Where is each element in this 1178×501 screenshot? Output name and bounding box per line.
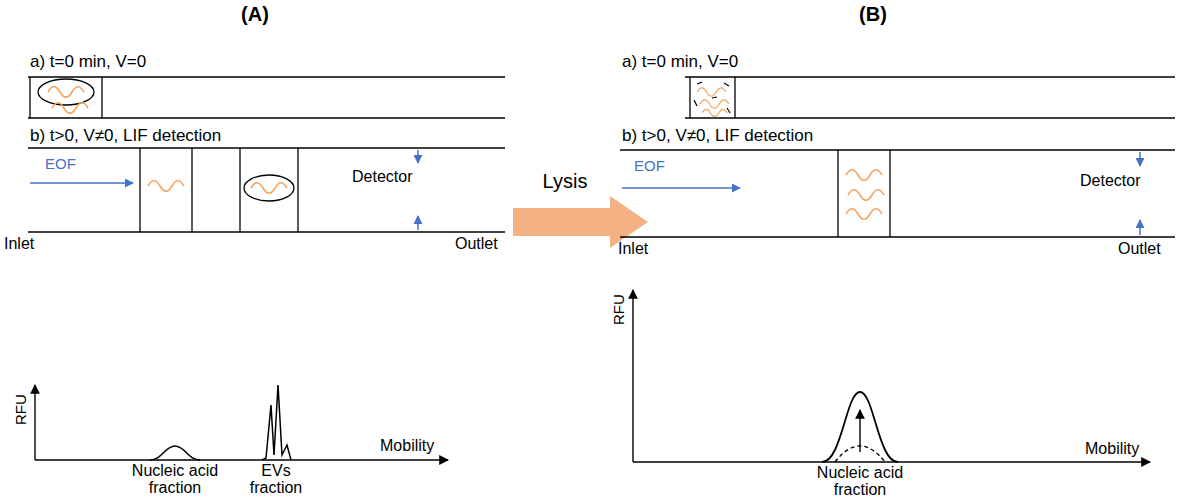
step-label: b) t>0, V≠0, LIF detection [622, 126, 813, 146]
nucleic-acid [700, 100, 729, 108]
panel-heading: (B) [859, 3, 887, 26]
nucleic-acid [846, 170, 882, 181]
nucleic-acid [697, 88, 726, 96]
axis-label: RFU [11, 395, 28, 426]
detector-label: Detector [352, 168, 412, 186]
detector-arrow [1139, 152, 1141, 166]
arrow-label: Lysis [543, 170, 588, 193]
flow-label: EOF [634, 157, 665, 174]
nucleic-acid-peak [822, 392, 898, 462]
detector-arrow [417, 216, 419, 230]
flow-label: EOF [45, 155, 76, 172]
capillary-b [620, 150, 1175, 237]
capillary-a [685, 77, 1175, 118]
nucleic-acid [702, 109, 727, 116]
nucleic-acid [48, 87, 84, 98]
end-label: Inlet [618, 240, 648, 258]
end-label: Outlet [455, 235, 498, 253]
step-label: b) t>0, V≠0, LIF detection [30, 126, 221, 146]
axis-label: Mobility [1085, 440, 1139, 458]
eof-arrow [622, 187, 740, 189]
plot-axes [35, 385, 448, 460]
nucleic-acid-peak [150, 446, 200, 460]
capillary-b [28, 148, 505, 232]
peak-label: Nucleic acid fraction [115, 463, 235, 497]
nucleic-acid [52, 103, 88, 114]
end-label: Inlet [4, 235, 34, 253]
plot-axes [633, 290, 1150, 462]
detector-label: Detector [1080, 172, 1140, 190]
step-label: a) t=0 min, V=0 [30, 52, 146, 72]
ev-peaks [262, 385, 291, 460]
axis-label: Mobility [380, 437, 434, 455]
step-label: a) t=0 min, V=0 [622, 52, 738, 72]
nucleic-acid [148, 181, 184, 192]
detector-arrow [1139, 220, 1141, 235]
peak-label: EVs fraction [236, 463, 316, 497]
detector-arrow [417, 150, 419, 163]
nucleic-acid [846, 209, 882, 220]
increase-arrow [859, 410, 860, 452]
nucleic-acid [848, 190, 884, 201]
capillary-a [28, 77, 505, 118]
peak-label: Nucleic acid fraction [800, 465, 920, 499]
axis-label: RFU [609, 295, 626, 326]
eof-arrow [30, 182, 133, 184]
nucleic-acid [251, 183, 287, 194]
membrane-fragments [694, 82, 730, 113]
end-label: Outlet [1118, 240, 1161, 258]
panel-heading: (A) [241, 3, 269, 26]
